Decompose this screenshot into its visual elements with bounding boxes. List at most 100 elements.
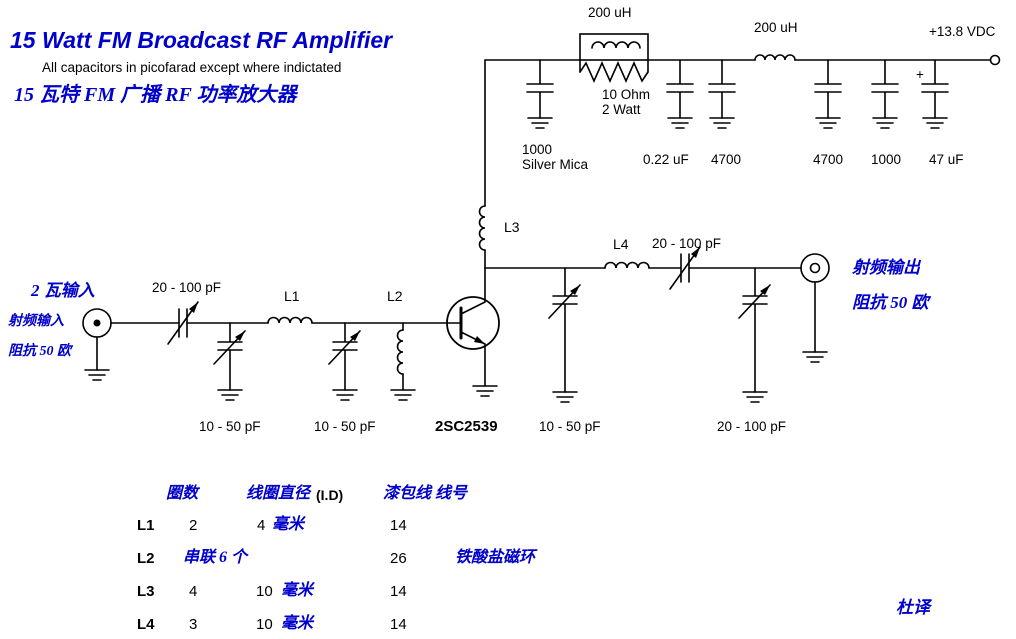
table-row-unit: 毫米 <box>272 516 305 533</box>
trimmer3-label: 10 - 50 pF <box>539 419 601 434</box>
ground-icon <box>84 369 110 381</box>
table-row-turns: 串联 6 个 <box>183 549 248 566</box>
table-row-turns: 2 <box>189 517 198 534</box>
choke1-label: 200 uH <box>588 5 632 20</box>
ground-icon <box>472 385 498 397</box>
ground-icon <box>527 117 553 129</box>
input-series-variable-capacitor <box>167 301 199 345</box>
trimmer-capacitor-2 <box>328 322 361 401</box>
table-row-dia: 4 <box>257 517 266 534</box>
l4-label: L4 <box>613 236 629 252</box>
ground-icon <box>390 389 416 401</box>
table-row-dia: 10 <box>256 583 273 600</box>
table-row-gauge: 14 <box>390 583 407 600</box>
arrow-icon <box>760 285 770 295</box>
choke1-coil <box>591 41 641 49</box>
l1-inductor <box>267 316 313 324</box>
cap1-note: Silver Mica <box>522 157 589 172</box>
table-row-gauge: 26 <box>390 550 407 567</box>
ground-icon <box>802 351 828 363</box>
trimmer-capacitor-1 <box>213 322 246 401</box>
supply-terminal <box>989 54 1001 66</box>
ground-icon <box>815 117 841 129</box>
trimmer-capacitor-3 <box>548 267 581 403</box>
table-row-name: L1 <box>137 517 155 534</box>
cap1-value: 1000 <box>522 142 553 157</box>
ground-icon <box>709 117 735 129</box>
trimmer1-label: 10 - 50 pF <box>199 419 261 434</box>
table-row-turns: 3 <box>189 616 198 633</box>
table-row-turns: 4 <box>189 583 198 600</box>
cap3-value: 4700 <box>711 152 742 167</box>
table-header-id: (I.D) <box>316 487 344 503</box>
table-header-wire: 漆包线 线号 <box>383 485 468 502</box>
ground-icon <box>332 389 358 401</box>
output-port-label: 射频输出 <box>852 258 920 277</box>
bypass-cap-2 <box>666 59 694 129</box>
input-port-label: 射频输入 <box>8 314 64 329</box>
trimmer-capacitor-4 <box>738 267 771 403</box>
parallel-choke-resistor <box>579 33 649 83</box>
bypass-cap-1 <box>526 59 554 129</box>
damping-resistor-zigzag <box>579 61 649 83</box>
arrow-icon <box>691 247 700 258</box>
l4-inductor <box>604 261 650 269</box>
damping-resistor-value: 10 Ohm <box>602 87 651 102</box>
cap5-value: 1000 <box>871 152 902 167</box>
damping-resistor-power: 2 Watt <box>602 102 641 117</box>
emitter-arrow-icon <box>474 336 485 344</box>
l2-inductor <box>390 322 416 401</box>
input-series-cap-label: 20 - 100 pF <box>152 280 222 295</box>
trimmer2-label: 10 - 50 pF <box>314 419 376 434</box>
bypass-cap-6-electrolytic <box>921 59 949 129</box>
supply-voltage-label: +13.8 VDC <box>929 24 996 39</box>
output-series-variable-capacitor <box>669 246 701 290</box>
ground-icon <box>922 117 948 129</box>
table-row-note: 铁酸盐磁环 <box>455 549 536 566</box>
cap2-value: 0.22 uF <box>643 152 689 167</box>
power-rail <box>484 54 1001 66</box>
table-row-name: L4 <box>137 616 155 633</box>
page-subtitle: All capacitors in picofarad except where… <box>42 60 342 75</box>
table-row-unit: 毫米 <box>281 582 314 599</box>
table-row-name: L3 <box>137 583 155 600</box>
bypass-cap-5 <box>871 59 899 129</box>
table-row-gauge: 14 <box>390 616 407 633</box>
ground-icon <box>552 391 578 403</box>
arrow-icon <box>235 331 245 341</box>
bypass-cap-4 <box>814 59 842 129</box>
l1-label: L1 <box>284 288 300 304</box>
transistor-label: 2SC2539 <box>435 418 498 435</box>
ground-icon <box>872 117 898 129</box>
page-title-cn: 15 瓦特 FM 广播 RF 功率放大器 <box>14 84 297 106</box>
table-header-diameter: 线圈直径 <box>246 485 311 502</box>
ground-icon <box>742 391 768 403</box>
rf-choke2-inductor <box>754 54 796 61</box>
output-series-cap-label: 20 - 100 pF <box>652 236 722 251</box>
input-connector <box>82 308 112 381</box>
arrow-icon <box>570 285 580 295</box>
table-header-turns: 圈数 <box>166 485 199 502</box>
table-row-name: L2 <box>137 550 155 567</box>
l3-inductor <box>478 59 486 269</box>
input-power-label: 2 瓦输入 <box>31 281 95 300</box>
table-row-dia: 10 <box>256 616 273 633</box>
table-row-gauge: 14 <box>390 517 407 534</box>
ground-icon <box>217 389 243 401</box>
bypass-cap-3 <box>708 59 736 129</box>
l3-label: L3 <box>504 219 520 235</box>
l2-label: L2 <box>387 288 403 304</box>
translator-credit: 杜译 <box>896 598 930 617</box>
cap6-polarity-plus: + <box>916 67 924 82</box>
transistor-2sc2539 <box>446 267 500 397</box>
arrow-icon <box>350 331 360 341</box>
ground-icon <box>667 117 693 129</box>
page-title-en: 15 Watt FM Broadcast RF Amplifier <box>10 27 393 53</box>
table-row-unit: 毫米 <box>281 615 314 632</box>
arrow-icon <box>189 302 198 313</box>
cap6-value: 47 uF <box>929 152 964 167</box>
choke2-label: 200 uH <box>754 20 798 35</box>
trimmer4-label: 20 - 100 pF <box>717 419 787 434</box>
